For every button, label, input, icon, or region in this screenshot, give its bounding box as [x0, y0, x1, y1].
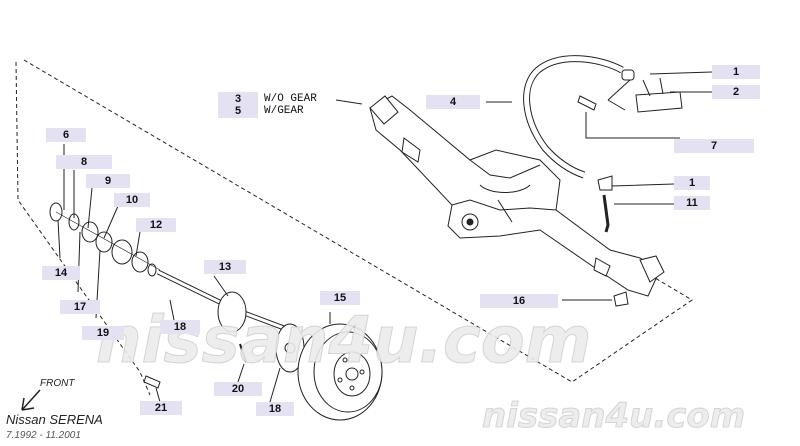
part-label-16[interactable]: 16 [480, 294, 558, 308]
leader-lines-right [335, 71, 713, 301]
part-label-9[interactable]: 9 [86, 174, 130, 188]
part-label-4[interactable]: 4 [426, 95, 480, 109]
front-label: FRONT [40, 378, 75, 389]
part-label-21[interactable]: 21 [140, 401, 182, 415]
part-label-18-drum[interactable]: 18 [256, 402, 294, 416]
right-flange [639, 255, 665, 283]
connector-bolt [577, 95, 597, 111]
variant-num-a[interactable]: 3 [218, 92, 258, 106]
part-label-14[interactable]: 14 [42, 266, 80, 280]
part-label-8[interactable]: 8 [56, 155, 112, 169]
shaft-plate [217, 291, 247, 333]
front-arrow [21, 389, 41, 411]
part-label-1-top[interactable]: 1 [712, 65, 760, 79]
hose-bracket [635, 91, 683, 113]
part-label-20[interactable]: 20 [214, 382, 262, 396]
vent-connector [597, 175, 613, 191]
part-label-19[interactable]: 19 [82, 326, 124, 340]
breather-hose [523, 55, 624, 179]
part-label-1-mid[interactable]: 1 [674, 176, 710, 190]
leader-lines-left [57, 144, 331, 403]
variant-text-b: W/GEAR [264, 105, 304, 117]
part-label-10[interactable]: 10 [114, 193, 150, 207]
part-label-17[interactable]: 17 [60, 300, 100, 314]
assembly-outline [15, 59, 693, 396]
watermark-corner: nissan4u.com [481, 396, 746, 437]
variant-text-a: W/O GEAR [264, 93, 317, 105]
part-label-11[interactable]: 11 [674, 196, 710, 210]
part-label-13[interactable]: 13 [204, 260, 246, 274]
part-label-2[interactable]: 2 [712, 85, 760, 99]
vent-tube [602, 194, 610, 233]
part-label-12[interactable]: 12 [136, 218, 176, 232]
part-label-18-shaft[interactable]: 18 [160, 320, 200, 334]
bottom-bolt [143, 375, 161, 389]
model-dates: 7.1992 - 11.2001 [6, 430, 81, 441]
brake-drum [297, 323, 383, 421]
watermark-center: nissan4u.com [95, 304, 592, 379]
part-label-15[interactable]: 15 [320, 291, 360, 305]
wheel-stud [239, 343, 247, 363]
variant-num-b[interactable]: 5 [218, 104, 258, 118]
hose-clip [621, 69, 635, 81]
part-label-7[interactable]: 7 [674, 139, 754, 153]
part-label-6[interactable]: 6 [46, 128, 86, 142]
axle-housing [369, 95, 661, 297]
model-name: Nissan SERENA [6, 412, 103, 427]
mounting-bolt [613, 291, 629, 307]
left-flange [369, 95, 399, 125]
